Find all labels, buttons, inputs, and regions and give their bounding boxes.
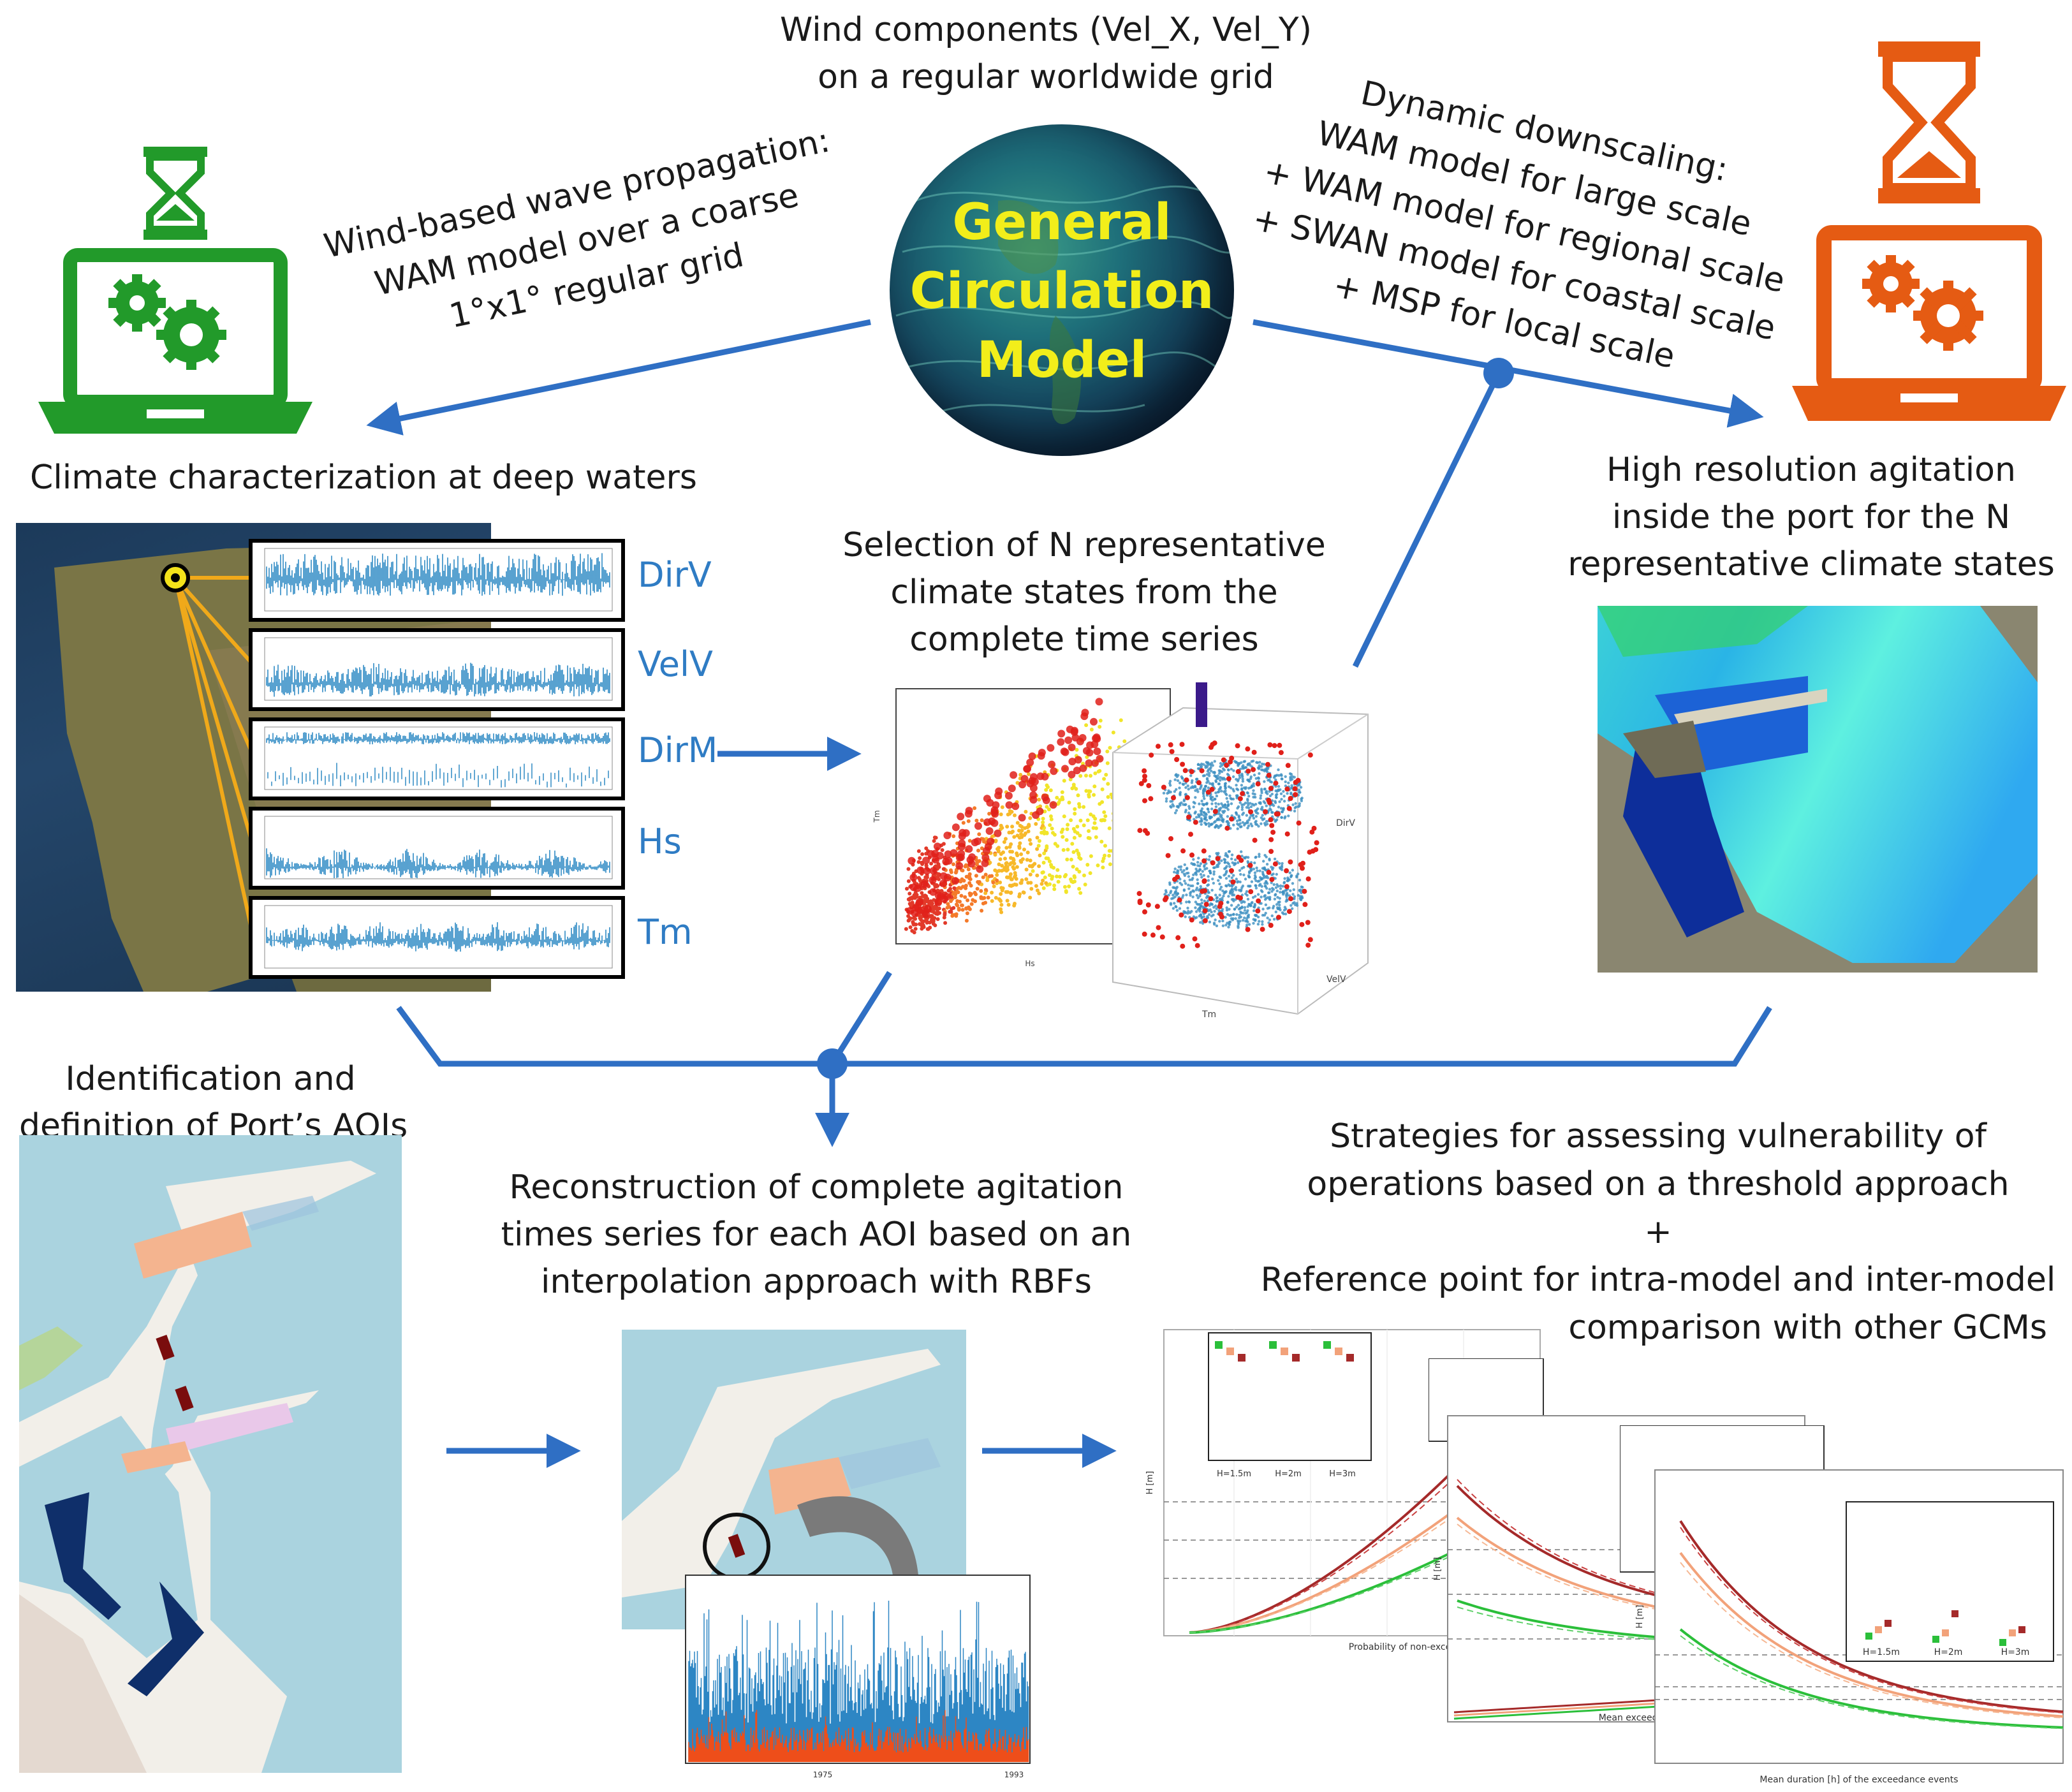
- chart3-inset-label: H=2m: [1934, 1647, 1963, 1657]
- var-label-tm: Tm: [638, 912, 693, 952]
- title-line: representative climate states: [1568, 545, 2055, 584]
- top-caption-line: on a regular worldwide grid: [818, 58, 1274, 96]
- scatter3d-xlabel: Tm: [1201, 1010, 1216, 1020]
- selection-to-merge: [830, 971, 892, 1066]
- scatter3d-zlabel: DirV: [1336, 818, 1355, 828]
- laptop-orange-icon: [1792, 41, 2066, 421]
- globe-swirls: [895, 186, 1234, 424]
- timeseries-panel: [249, 896, 625, 979]
- chart3-xlabel: Mean duration [h] of the exceedance even…: [1760, 1775, 1958, 1785]
- title-line: inside the port for the N: [1612, 498, 2011, 536]
- merge-connector: [396, 1006, 1772, 1067]
- scatter3d-ylabel: VelV: [1326, 974, 1346, 985]
- high-res-title: High resolution agitation inside the por…: [1556, 446, 2066, 588]
- scatter2d-xlabel: Hs: [1025, 959, 1034, 968]
- chart3-inset-label: H=1.5m: [1863, 1647, 1900, 1657]
- chart1-inset-label: H=1.5m: [1217, 1469, 1251, 1479]
- agitation-timeseries-chart: 1975 1993: [685, 1575, 1031, 1779]
- timeseries-panel: [249, 539, 625, 622]
- chart3-ylabel: H [m]: [1635, 1605, 1645, 1629]
- arrow-gcm-to-climate: [366, 319, 871, 436]
- deep-water-title: Climate characterization at deep waters: [30, 459, 697, 497]
- mean-duration-chart: H=1.5m H=2m H=3m Mean duration [h] of th…: [1620, 1425, 2064, 1785]
- agitation-map: [1598, 606, 2038, 973]
- port-aoi-map: [19, 1135, 402, 1773]
- gcm-title-line: Circulation: [909, 263, 1214, 320]
- ts-tick-1993: 1993: [1004, 1770, 1024, 1779]
- chart1-inset-label: H=3m: [1329, 1469, 1356, 1479]
- chart1-inset-label: H=2m: [1275, 1469, 1302, 1479]
- var-label-hs: Hs: [638, 821, 682, 862]
- title-line: Strategies for assessing vulnerability o…: [1330, 1117, 1987, 1156]
- title-line: operations based on a threshold approach: [1307, 1165, 2010, 1203]
- gcm-title-line: Model: [976, 332, 1147, 389]
- junction-dot-bottom: [817, 1048, 848, 1079]
- port-map-shapes: [19, 1161, 376, 1773]
- chart2-ylabel: H [m]: [1433, 1557, 1443, 1581]
- reconstruction-title: Reconstruction of complete agitation tim…: [485, 1164, 1148, 1305]
- chart3-inset-label: H=3m: [2001, 1647, 2030, 1657]
- title-line: Selection of N representative: [842, 526, 1326, 564]
- title-line: climate states from the: [890, 573, 1278, 612]
- branch-downscaling-to-selection: [1352, 372, 1502, 668]
- title-line: Reference point for intra-model and inte…: [1260, 1261, 2056, 1299]
- title-line: Reconstruction of complete agitation: [509, 1168, 1124, 1207]
- title-line: +: [1644, 1213, 1672, 1251]
- title-line: comparison with other GCMs: [1568, 1309, 2047, 1347]
- var-label-dirm: DirM: [638, 730, 718, 770]
- ts-tick-1975: 1975: [813, 1770, 833, 1779]
- title-line: complete time series: [909, 621, 1259, 659]
- title-line: High resolution agitation: [1606, 451, 2016, 489]
- scatter-3d-plot: DirV Tm VelV: [1112, 682, 1369, 1020]
- var-label-dirv: DirV: [638, 555, 712, 595]
- gcm-title-line: General: [952, 194, 1172, 251]
- chart1-xlabel: Probability of non-exce: [1349, 1642, 1451, 1652]
- scatter2d-ylabel: Tm: [872, 810, 881, 823]
- title-line: times series for each AOI based on an: [501, 1215, 1132, 1254]
- agitation-field: [1598, 606, 2038, 963]
- laptop-green-icon: [38, 147, 312, 434]
- timeseries-panel: [249, 717, 625, 800]
- top-caption: Wind components (Vel_X, Vel_Y) on a regu…: [727, 6, 1365, 101]
- junction-dot-right: [1483, 358, 1514, 388]
- chart1-ylabel: H [m]: [1145, 1471, 1155, 1495]
- title-line: interpolation approach with RBFs: [541, 1263, 1092, 1301]
- selection-title: Selection of N representative climate st…: [784, 522, 1384, 663]
- title-line: Identification and: [65, 1060, 356, 1098]
- timeseries-panel: [249, 807, 625, 890]
- top-caption-line: Wind components (Vel_X, Vel_Y): [780, 11, 1312, 49]
- gcm-title: General Circulation Model: [890, 188, 1234, 395]
- timeseries-panel: [249, 628, 625, 711]
- gcm-globe: General Circulation Model: [890, 124, 1234, 456]
- buoy-arrows: [161, 563, 254, 932]
- var-label-velv: VelV: [638, 644, 713, 684]
- strategies-title: Strategies for assessing vulnerability o…: [1250, 1113, 2066, 1352]
